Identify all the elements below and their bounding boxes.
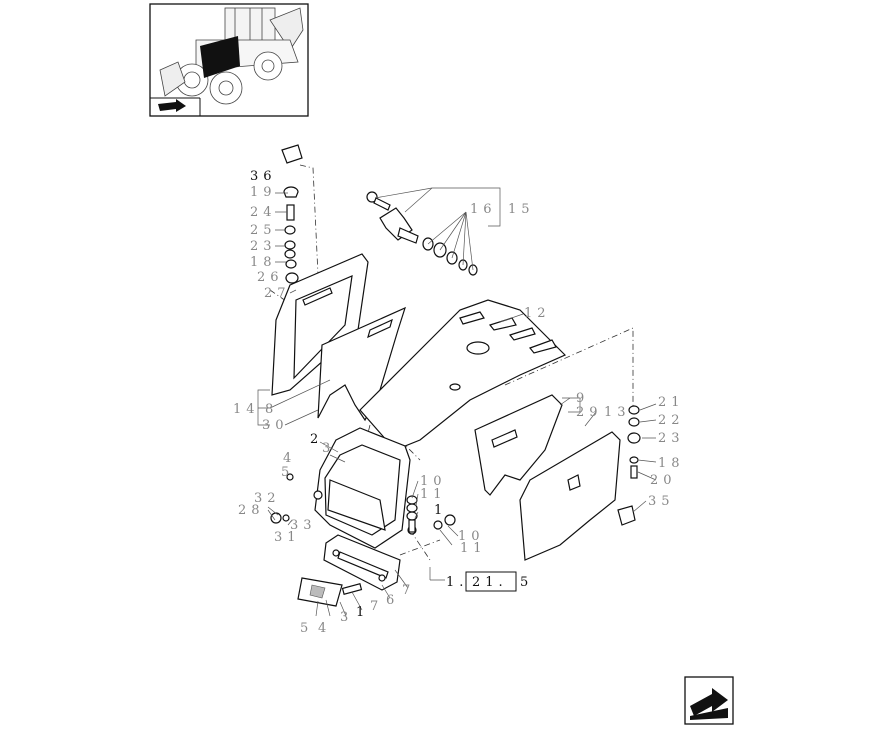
fastener-stack-left [281, 144, 303, 284]
label-11-lower: 11 [460, 541, 487, 556]
label-11-upper: 11 [420, 487, 447, 502]
reference-box-text: 21. [472, 575, 508, 590]
label-19: 19 [250, 185, 277, 200]
headlamp-assembly [313, 427, 417, 549]
label-13: 13 [604, 405, 631, 420]
label-8: 8 [265, 402, 278, 417]
label-29: 29 [576, 405, 603, 420]
label-30: 30 [262, 418, 289, 433]
label-28: 28 [238, 503, 265, 518]
side-bracket-left [271, 253, 369, 396]
label-32: 32 [254, 491, 281, 506]
label-5-lower: 5 [300, 621, 313, 636]
marker-lamp [297, 577, 363, 607]
next-page-arrow-icon[interactable] [684, 676, 734, 725]
label-3-upper: 3 [322, 441, 335, 456]
label-14: 14 [233, 402, 260, 417]
cross-reference[interactable]: 1. 21. 5 [446, 571, 533, 592]
label-20: 20 [650, 473, 677, 488]
label-12: 12 [524, 306, 551, 321]
reference-suffix: 5 [520, 575, 533, 590]
label-10-lower: 10 [458, 529, 485, 544]
side-panel-right-outer [519, 431, 636, 561]
leader-lines [257, 187, 657, 617]
label-2: 2 [310, 432, 323, 447]
label-4-lower: 4 [318, 621, 331, 636]
label-23-right: 23 [658, 431, 685, 446]
reference-prefix: 1. [446, 575, 468, 590]
machine-thumbnail [149, 3, 309, 117]
label-26: 26 [257, 270, 284, 285]
label-7-upper: 7 [402, 583, 415, 598]
label-23-left: 23 [250, 239, 277, 254]
label-31: 31 [274, 530, 301, 545]
label-27: 27 [264, 286, 291, 301]
lock-assembly [366, 191, 478, 276]
label-15: 15 [508, 202, 535, 217]
lamp-bracket-lower [323, 534, 401, 591]
side-panel-left [317, 306, 406, 422]
label-25: 25 [250, 223, 277, 238]
label-10-upper: 10 [420, 474, 447, 489]
label-16: 16 [470, 202, 497, 217]
label-4-upper: 4 [283, 451, 296, 466]
label-36: 36 [250, 169, 277, 184]
label-7-lower: 7 [370, 599, 383, 614]
label-35: 35 [648, 494, 675, 509]
label-18-right: 18 [658, 456, 685, 471]
label-5-upper: 5 [281, 465, 294, 480]
label-3-lower: 3 [340, 610, 353, 625]
side-panel-right-inner [474, 394, 563, 496]
fastener-stack-right [627, 405, 641, 479]
label-6: 6 [386, 593, 399, 608]
label-33: 33 [290, 518, 317, 533]
label-1-lower: 1 [356, 605, 369, 620]
label-24: 24 [250, 205, 277, 220]
part-labels: 36 19 24 25 23 18 26 27 16 15 12 14 8 30… [233, 169, 685, 636]
label-9: 9 [576, 391, 589, 406]
label-22: 22 [658, 413, 685, 428]
top-cover-panel [359, 299, 567, 451]
label-18-left: 18 [250, 255, 277, 270]
label-21: 21 [658, 395, 685, 410]
fastener-stack-center [270, 473, 456, 533]
label-1-upper: 1 [434, 503, 447, 518]
